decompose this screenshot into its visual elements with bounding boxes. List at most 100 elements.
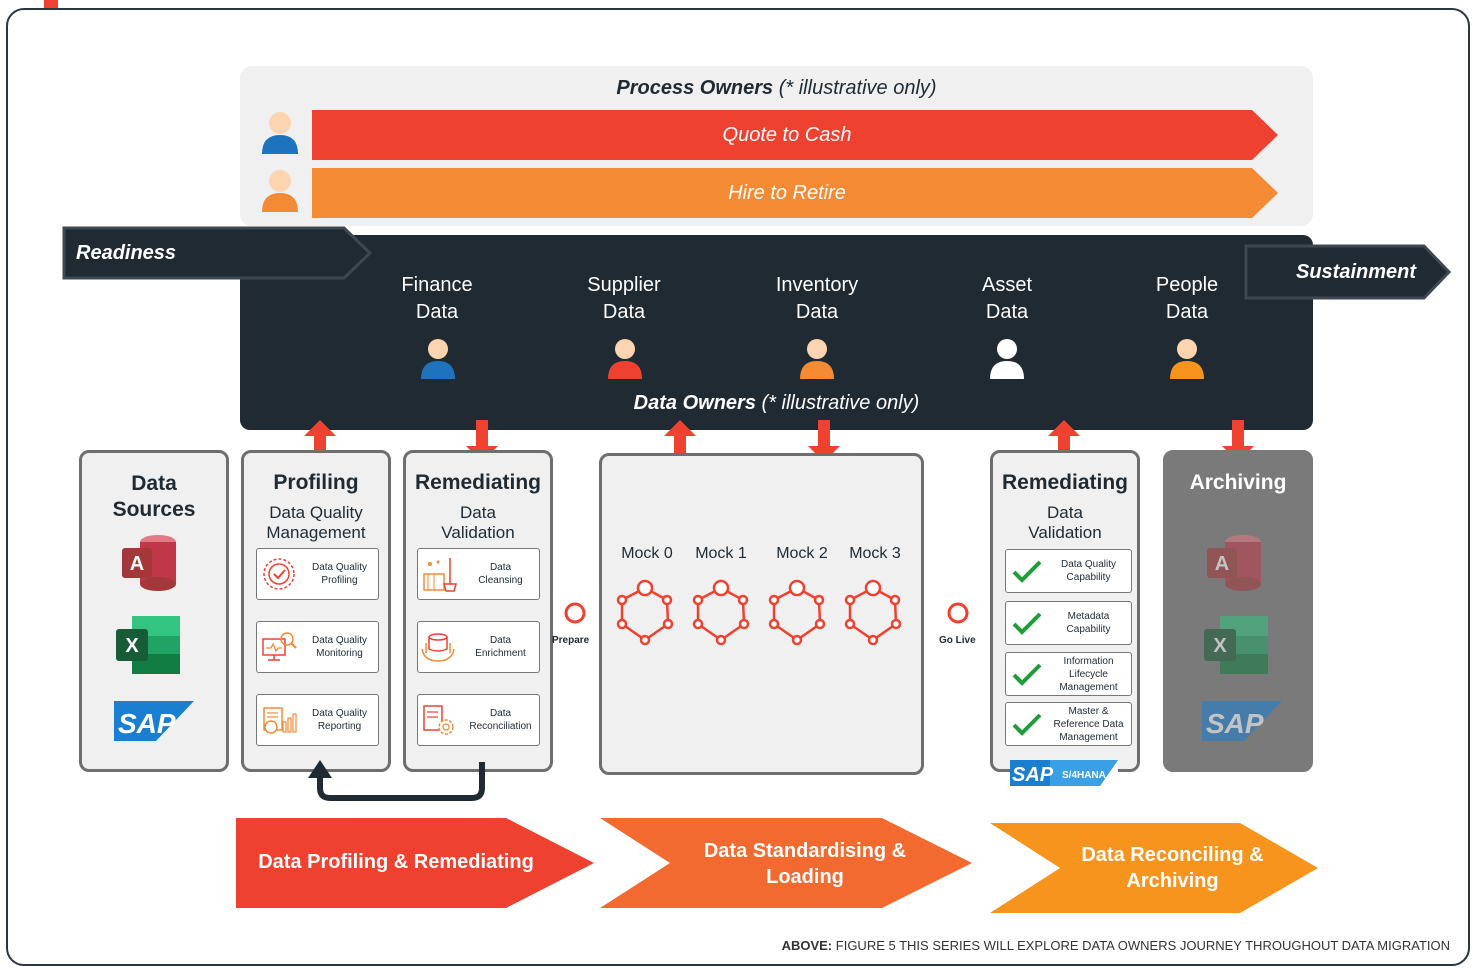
sustainment-label: Sustainment	[1296, 261, 1417, 283]
svg-text:X: X	[1213, 635, 1227, 657]
diagram-frame	[6, 8, 1470, 966]
card-data-enrichment-text: Data Enrichment	[462, 634, 539, 660]
sap-logo-text: SAP	[1206, 708, 1264, 739]
s4hana-text: S/4HANA	[1062, 770, 1106, 781]
prepare-label: Prepare	[552, 635, 590, 646]
phase-profiling-arrow	[236, 818, 594, 908]
card-dq-reporting: Data Quality Reporting	[256, 694, 379, 746]
archiving-title: Archiving	[1189, 471, 1287, 494]
remediating-right-title: Remediating	[1001, 471, 1129, 494]
asset-data-line2: Data	[985, 301, 1029, 323]
card-line: Capability	[1066, 572, 1111, 583]
card-line: Management	[1059, 731, 1118, 743]
inventory-data-line1: Inventory	[775, 274, 859, 296]
card-line: Profiling	[321, 575, 358, 586]
card-line: Data	[489, 562, 512, 573]
card-line: Monitoring	[316, 648, 363, 659]
sustainment-arrow	[1244, 244, 1452, 300]
excel-logo: X	[116, 616, 180, 674]
checkmark-icon	[1012, 612, 1042, 635]
go-live-milestone-icon	[947, 602, 969, 624]
mock-0-cycle-icon	[616, 579, 674, 646]
mock-3-label: Mock 3	[849, 545, 901, 562]
remediating-left-subtitle: Data Validation	[406, 503, 550, 543]
finance-data-line2: Data	[415, 301, 459, 323]
card-line: Information	[1063, 655, 1114, 667]
badge-check-icon	[263, 558, 295, 590]
card-line: Reference Data	[1053, 718, 1124, 730]
quote-to-cash-label: Quote to Cash	[722, 123, 852, 146]
hire-to-retire-arrow	[312, 168, 1278, 218]
card-information-lifecycle: Information Lifecycle Management	[1005, 652, 1132, 696]
data-owners-title: Data Owners (* illustrative only)	[240, 392, 1313, 415]
card-line: Master &	[1068, 705, 1109, 717]
phase-line: Loading	[766, 866, 844, 888]
person-blue-icon	[262, 112, 298, 154]
data-sources-title-line2: Sources	[112, 498, 196, 521]
svg-text:X: X	[125, 635, 139, 657]
card-line: Reporting	[317, 721, 362, 732]
remediating-left-subtitle-line2: Validation	[441, 523, 515, 542]
card-line: Enrichment	[475, 648, 526, 659]
access-logo: A	[122, 535, 176, 591]
card-master-reference-data: Master & Reference Data Management	[1005, 702, 1132, 746]
finance-data-line1: Finance	[401, 274, 473, 296]
phase-line: Data Standardising &	[703, 840, 907, 862]
excel-logo: X	[1204, 616, 1268, 674]
caption-prefix: ABOVE:	[781, 938, 833, 953]
phase-line: Archiving	[1126, 870, 1219, 892]
phase-profiling-label: Data Profiling & Remediating	[236, 849, 556, 875]
process-owners-label: Process Owners	[616, 77, 774, 99]
card-data-reconciliation-text: Data Reconciliation	[462, 707, 539, 733]
card-data-enrichment: Data Enrichment	[417, 621, 540, 673]
caption-text: FIGURE 5 THIS SERIES WILL EXPLORE DATA O…	[835, 938, 1450, 953]
phase-standardising-label: Data Standardising & Loading	[660, 838, 950, 890]
card-line: Capability	[1066, 624, 1111, 635]
profiling-subtitle: Data Quality Management	[244, 503, 388, 543]
mock-1-cycle-icon	[692, 579, 750, 646]
go-live-label: Go Live	[939, 635, 976, 646]
svg-text:A: A	[1215, 553, 1229, 575]
top-accent-bar	[44, 0, 58, 10]
asset-data-label: Asset Data	[952, 272, 1062, 326]
card-line: Data Quality	[311, 562, 368, 573]
card-line: Data Quality	[311, 708, 368, 719]
sap-text: SAP	[1012, 764, 1054, 786]
quote-to-cash-arrow	[312, 110, 1278, 160]
mock-2-cycle-icon	[768, 579, 826, 646]
data-sources-title: Data Sources	[82, 471, 226, 523]
sap-logo: SAP	[1202, 701, 1282, 741]
remediating-right-subtitle-line1: Data	[1047, 503, 1083, 522]
mock-0-label: Mock 0	[621, 545, 673, 562]
feedback-loop-arrow	[308, 760, 485, 801]
mock-1-label: Mock 1	[695, 545, 747, 562]
people-data-line2: Data	[1165, 301, 1209, 323]
card-data-cleansing: Data Cleansing	[417, 548, 540, 600]
card-dq-profiling-text: Data Quality Profiling	[301, 561, 378, 587]
card-line: Management	[1059, 681, 1118, 693]
inventory-data-line2: Data	[795, 301, 839, 323]
profiling-subtitle-line2: Management	[266, 523, 366, 542]
process-owners-title: Process Owners (* illustrative only)	[240, 77, 1313, 100]
supplier-data-line1: Supplier	[587, 274, 661, 296]
sap-logo-text: SAP	[118, 708, 176, 739]
access-logo: A	[1207, 535, 1261, 591]
checkmark-icon	[1012, 560, 1042, 583]
data-owners-panel	[240, 235, 1313, 430]
data-owners-note: (* illustrative only)	[761, 392, 920, 414]
phase-line: Data Reconciling &	[1081, 844, 1264, 866]
card-master-reference-data-text: Master & Reference Data Management	[1046, 705, 1131, 744]
enrichment-icon	[421, 633, 455, 662]
cleansing-icon	[423, 558, 457, 592]
supplier-data-label: Supplier Data	[569, 272, 679, 326]
hire-to-retire-label: Hire to Retire	[728, 181, 846, 204]
checkmark-icon	[1012, 713, 1042, 736]
card-dq-monitoring: Data Quality Monitoring	[256, 621, 379, 673]
data-sources-title-line1: Data	[131, 472, 177, 495]
svg-text:A: A	[130, 553, 144, 575]
profiling-subtitle-line1: Data Quality	[269, 503, 363, 522]
phase-line: Data Profiling & Remediating	[258, 851, 534, 873]
card-line: Lifecycle	[1069, 668, 1108, 680]
checkmark-icon	[1012, 663, 1042, 686]
card-line: Cleansing	[478, 575, 523, 586]
